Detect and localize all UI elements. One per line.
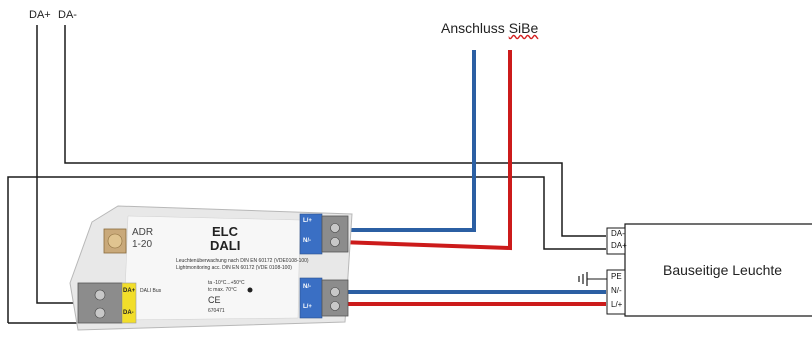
lamp-terminal-da-minus: DA- (611, 229, 625, 238)
top-screw-2 (330, 237, 340, 247)
lamp-terminal-n: N/- (611, 286, 622, 295)
anschluss-sibe: SiBe (508, 20, 539, 36)
elc-dali-device (69, 205, 353, 331)
anschluss-prefix: Anschluss (441, 20, 509, 36)
lamp-terminal-l: L/+ (611, 300, 623, 309)
device-norm2: Lightmonitoring acc. DIN EN 60172 (VDE 0… (176, 265, 292, 271)
status-led (247, 287, 253, 293)
dali-screw-2 (94, 307, 106, 319)
device-adr: ADR (132, 227, 154, 238)
device-terminal-l-top: L/+ (303, 218, 312, 224)
bottom-terminal-block (321, 279, 349, 317)
device-ce: CE (208, 295, 221, 305)
device-terminal-n-bottom: N/- (303, 284, 311, 290)
wire-da-minus (64, 25, 606, 237)
device-norm1: Leuchtenüberwachung nach DIN EN 60172 (V… (176, 258, 309, 264)
device-terminal-da-plus: DA+ (123, 288, 136, 294)
bottom-screw-1 (330, 287, 340, 297)
device-terminal-l-bottom: L/+ (303, 304, 312, 310)
bottom-screw-2 (330, 301, 340, 311)
device-article: 670471 (208, 308, 225, 314)
device-ta: ta -10°C...+50°C (208, 280, 245, 286)
lamp-terminal-da-plus: DA+ (611, 241, 627, 250)
dali-terminal-label (121, 282, 137, 324)
device-dali: DALI (210, 238, 241, 253)
device-tc: tc max. 70°C (208, 287, 237, 293)
device-adr-range: 1-20 (132, 239, 153, 250)
dali-screw-1 (94, 289, 106, 301)
device-terminal-da-minus: DA- (123, 310, 134, 316)
lamp-title: Bauseitige Leuchte (663, 262, 783, 278)
wire-da-plus (36, 25, 82, 304)
lamp-terminal-block-dali (606, 227, 626, 255)
device-terminal-n-top: N/- (303, 238, 311, 244)
lamp-terminal-block-mains (606, 269, 626, 315)
wire-loop-outer (7, 176, 606, 323)
label-da-minus: DA- (58, 9, 77, 21)
label-da-plus: DA+ (29, 9, 51, 21)
address-switch-dial (107, 233, 123, 249)
device-elc: ELC (212, 224, 238, 239)
device-dali-bus: DALI Bus (140, 288, 162, 294)
wire-sibe-blue (340, 50, 476, 232)
lamp-terminal-pe: PE (611, 272, 622, 281)
wire-sibe-red (339, 50, 512, 251)
label-anschluss-sibe: Anschluss SiBe (441, 20, 538, 36)
top-screw-1 (330, 223, 340, 233)
